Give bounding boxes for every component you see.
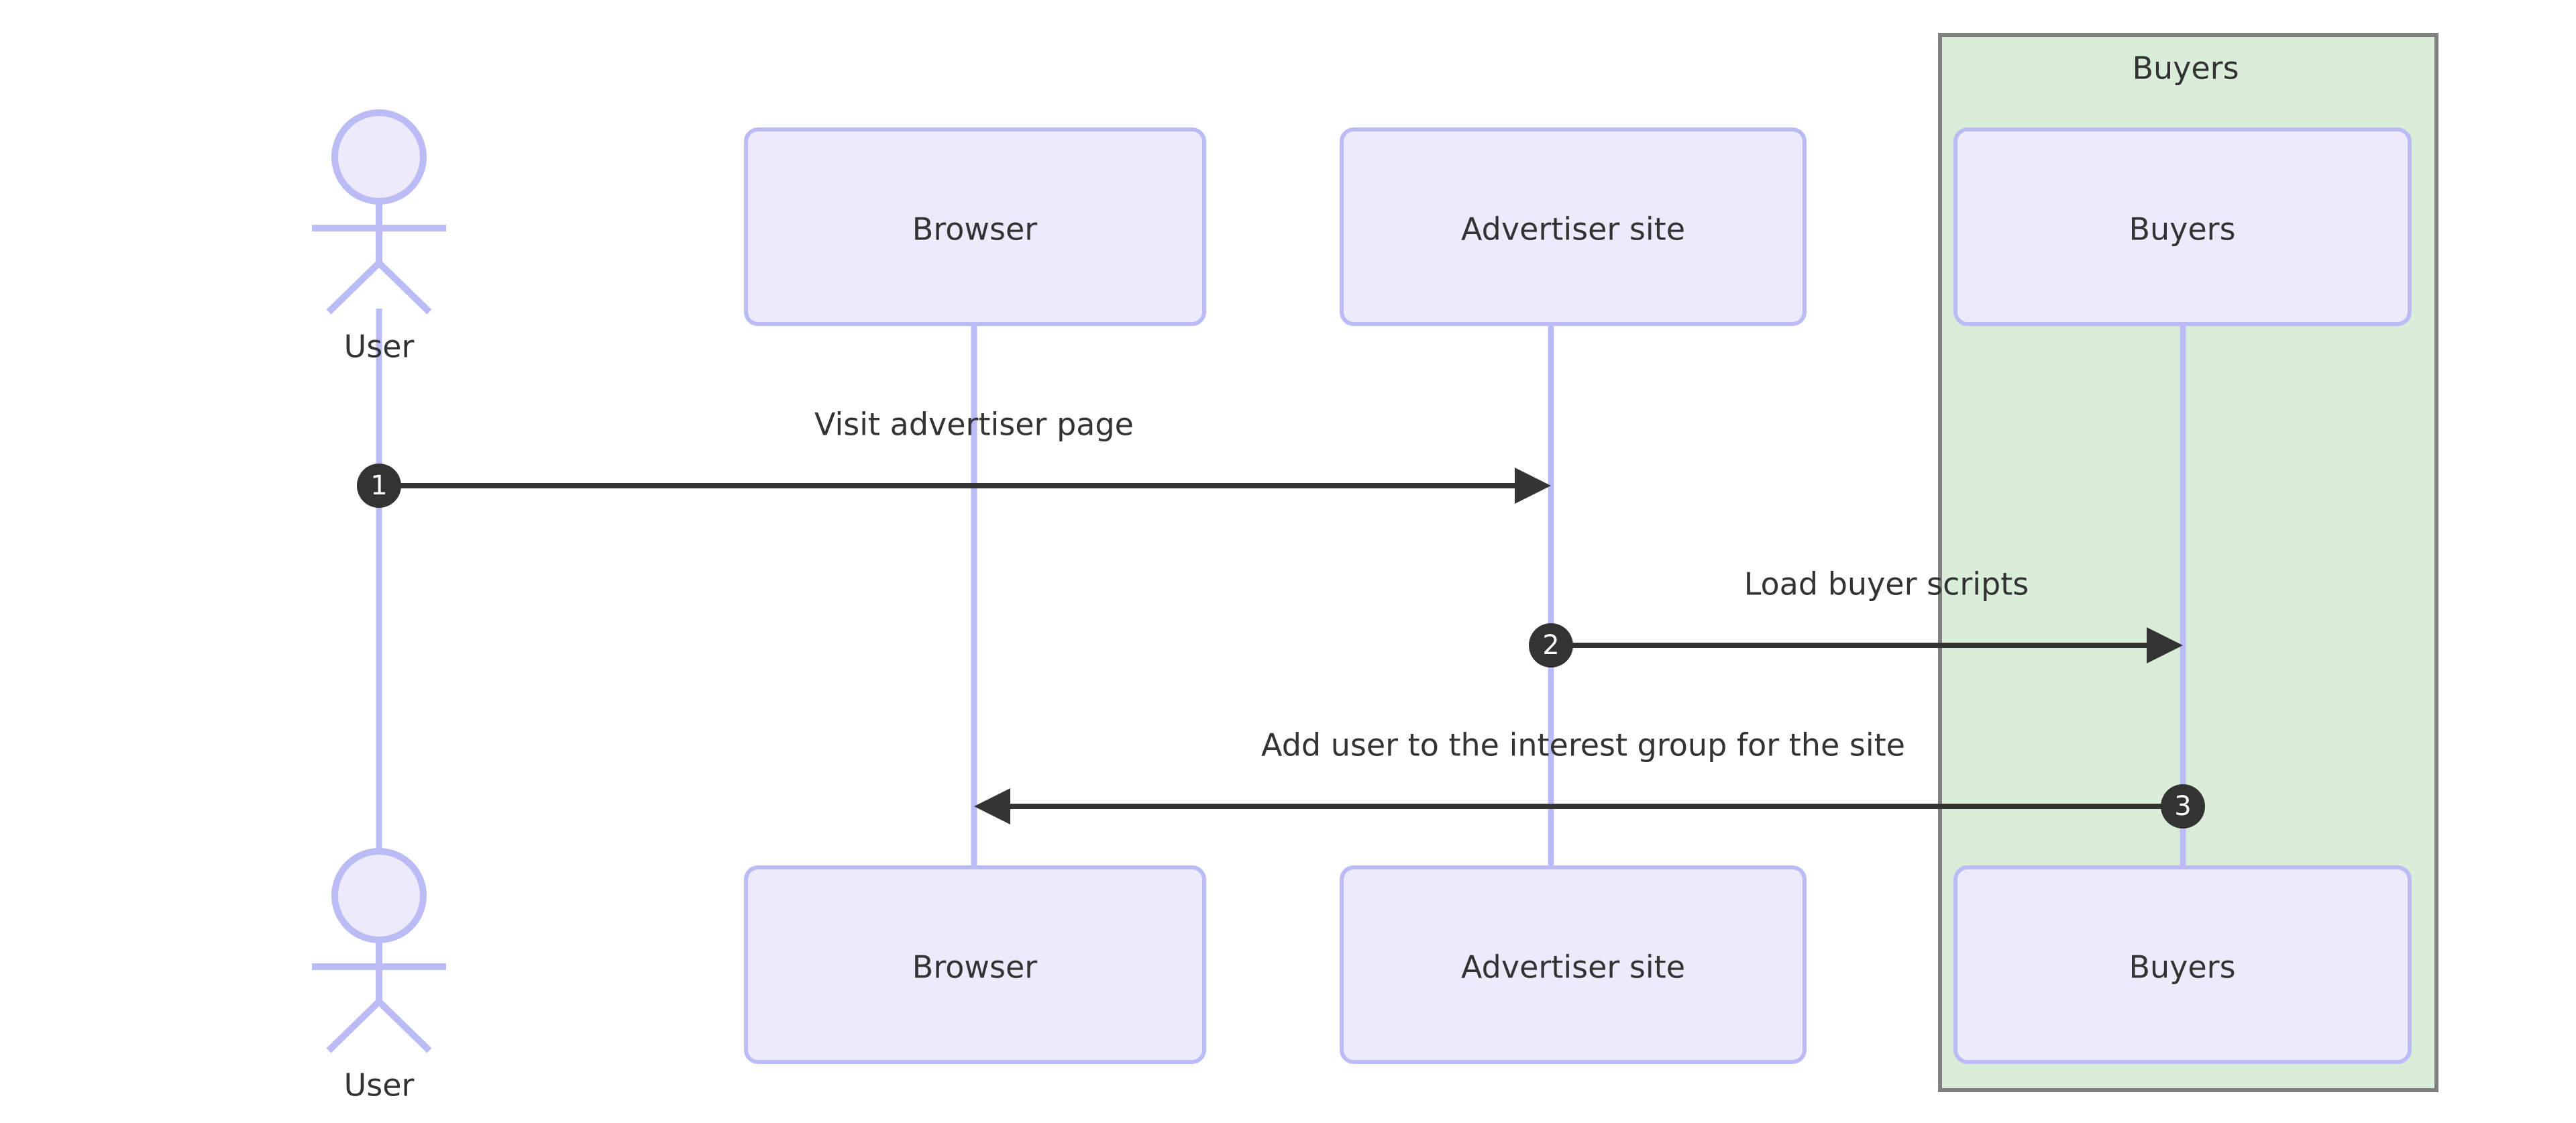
- participant-label-buyers: Buyers: [2129, 211, 2235, 248]
- participant-box-rect: [1340, 127, 1807, 326]
- participant-label-browser: Browser: [912, 949, 1037, 985]
- lifelines-layer: [376, 309, 2186, 867]
- actor-left-leg-icon: [326, 999, 382, 1053]
- actor-label-top: User: [344, 329, 415, 365]
- participant-label-advertiser: Advertiser site: [1461, 949, 1685, 985]
- actor-label-bottom: User: [344, 1067, 415, 1104]
- sequence-number: 2: [1542, 630, 1559, 661]
- actor-user-top[interactable]: User: [312, 109, 446, 365]
- actor-head-icon: [331, 109, 427, 205]
- participant-label-browser: Browser: [912, 211, 1037, 248]
- participant-advertiser-top[interactable]: Advertiser site: [1340, 127, 1807, 326]
- participant-box-rect: [1953, 127, 2412, 326]
- participant-box-rect: [1953, 865, 2412, 1064]
- actor-user-bottom[interactable]: User: [312, 848, 446, 1104]
- message-2[interactable]: Load buyer scripts 2: [1529, 566, 2183, 668]
- participant-buyers-top[interactable]: Buyers: [1953, 127, 2412, 326]
- participant-buyers-bottom[interactable]: Buyers: [1953, 865, 2412, 1064]
- actor-left-leg-icon: [326, 260, 382, 315]
- message-arrowhead-right-icon: [1515, 468, 1551, 504]
- group-box-title: Buyers: [2132, 50, 2239, 87]
- actor-head-icon: [331, 848, 427, 943]
- sequence-badge: [1529, 623, 1573, 667]
- actor-right-leg-icon: [376, 260, 432, 315]
- message-label: Load buyer scripts: [1744, 566, 2029, 602]
- participant-label-buyers: Buyers: [2129, 949, 2235, 985]
- participant-label-advertiser: Advertiser site: [1461, 211, 1685, 248]
- sequence-badge: [2161, 784, 2205, 828]
- message-3[interactable]: Add user to the interest group for the s…: [974, 727, 2205, 829]
- participant-advertiser-bottom[interactable]: Advertiser site: [1340, 865, 1807, 1064]
- message-label: Visit advertiser page: [814, 407, 1134, 443]
- message-arrowhead-left-icon: [974, 788, 1010, 824]
- sequence-number: 1: [370, 470, 387, 501]
- participant-browser-top[interactable]: Browser: [744, 127, 1206, 326]
- message-label: Add user to the interest group for the s…: [1261, 727, 1905, 763]
- participant-box-rect: [1340, 865, 1807, 1064]
- sequence-badge: [357, 464, 401, 508]
- participant-box-rect: [744, 127, 1206, 326]
- actor-right-leg-icon: [376, 999, 432, 1053]
- message-arrowhead-right-icon: [2147, 627, 2183, 663]
- participant-browser-bottom[interactable]: Browser: [744, 865, 1206, 1064]
- participant-box-rect: [744, 865, 1206, 1064]
- sequence-number: 3: [2174, 791, 2191, 822]
- message-1[interactable]: Visit advertiser page 1: [357, 407, 1551, 509]
